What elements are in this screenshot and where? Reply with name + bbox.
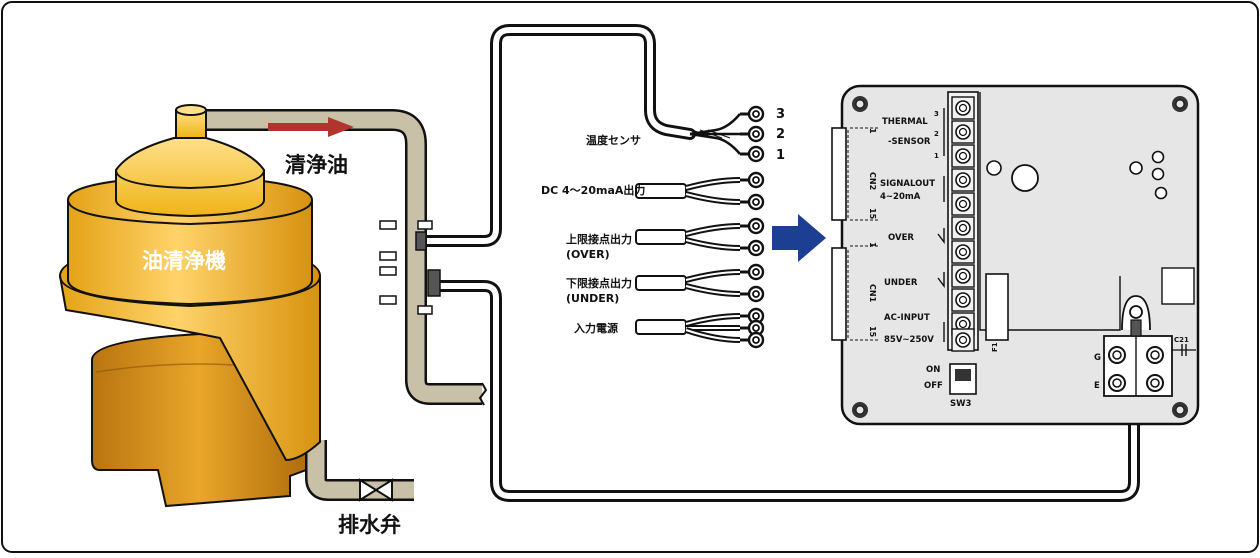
board-label-range: 4~20mA — [880, 192, 921, 202]
power-cable — [635, 307, 765, 349]
main-cable — [420, 24, 1140, 502]
board-pin-2: 2 — [934, 130, 939, 138]
output-label-4-20ma: DC 4～20maA出力 — [541, 183, 645, 197]
cn1-pin-end: 15 — [868, 326, 877, 338]
drain-valve-icon — [359, 478, 393, 502]
sensor-terminal-2: 2 — [776, 127, 785, 142]
board-label-over: OVER — [888, 233, 914, 243]
c21-label: C21 — [1174, 336, 1189, 344]
control-board — [831, 84, 1200, 426]
switch-label: SW3 — [950, 399, 971, 409]
switch-on-label: ON — [926, 365, 940, 375]
board-label-voltage: 85V~250V — [884, 335, 934, 345]
board-pin-3: 3 — [934, 110, 939, 118]
switch-off-label: OFF — [924, 381, 943, 391]
cn2-pin-end: 15 — [868, 208, 877, 220]
board-label-signalout: SIGNALOUT — [880, 179, 935, 189]
cn2-label: CN2 — [868, 172, 877, 190]
fuse-label: F1 — [991, 342, 999, 352]
output-label-over: 上限接点出力 — [566, 232, 632, 246]
sensor-terminal-1: 1 — [776, 148, 785, 163]
output-label-under-sub: (UNDER) — [566, 292, 619, 305]
cn1-pin-start: 1 — [868, 242, 877, 248]
output-cable-3 — [635, 263, 765, 303]
cn2-pin-start: 1 — [868, 128, 877, 134]
drain-label: 排水弁 — [338, 513, 401, 537]
output-cable-2 — [635, 217, 765, 257]
connect-arrow-icon — [772, 214, 826, 262]
oil-pipe — [205, 109, 488, 501]
board-label-thermal: THERMAL — [882, 117, 928, 127]
board-pin-1: 1 — [934, 152, 939, 160]
board-label-under: UNDER — [884, 278, 918, 288]
ground-e-label: E — [1094, 381, 1100, 391]
power-label: 入力電源 — [574, 321, 618, 335]
sensor-wires — [689, 105, 765, 163]
cn1-label: CN1 — [868, 284, 877, 303]
output-cable-1 — [635, 171, 765, 211]
output-label-over-sub: (OVER) — [566, 248, 610, 261]
oil-purifier-tank — [58, 104, 321, 508]
tank-label: 油清浄機 — [142, 249, 226, 273]
flow-label: 清浄油 — [285, 153, 348, 177]
ground-g-label: G — [1094, 353, 1101, 363]
output-label-under: 下限接点出力 — [566, 276, 632, 290]
flow-arrow-icon — [268, 117, 354, 137]
sensor-label: 温度センサ — [586, 133, 641, 147]
sensor-terminal-3: 3 — [776, 107, 785, 122]
board-label-ac-input: AC-INPUT — [884, 313, 930, 323]
board-label-sensor: -SENSOR — [888, 137, 931, 147]
